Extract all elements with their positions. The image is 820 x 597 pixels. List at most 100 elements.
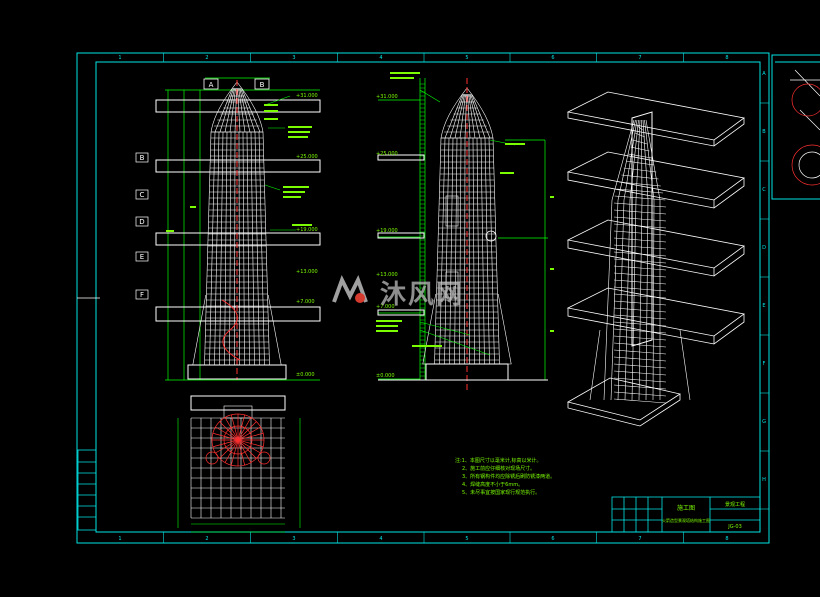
front-elev-5: +7.000 xyxy=(296,299,315,305)
front-strut xyxy=(229,131,232,366)
title-block-text: 施工图 火箭造型景观塔结构施工图 景观工程 JG-03 xyxy=(662,501,745,530)
plan-spoke xyxy=(230,439,239,466)
design-stage: 施工图 xyxy=(677,504,695,512)
axo-ring xyxy=(613,314,667,320)
front-elev-4: +13.000 xyxy=(296,269,318,275)
side-elev-1: +31.000 xyxy=(376,94,398,100)
axo-ring xyxy=(613,251,667,257)
axonometric-view xyxy=(566,91,745,427)
front-level-f: F xyxy=(140,291,144,299)
axo-ring xyxy=(613,272,667,278)
plan-spoke xyxy=(215,439,239,454)
title-block xyxy=(611,496,761,533)
axo-nose-rib xyxy=(635,119,641,201)
axo-strut xyxy=(631,199,637,401)
front-strut xyxy=(258,131,265,366)
front-strut xyxy=(234,131,236,366)
plan-spoke xyxy=(237,439,252,463)
front-glyph xyxy=(288,131,310,133)
side-strut xyxy=(459,137,462,365)
side-strut xyxy=(484,137,490,365)
side-strut xyxy=(488,137,495,365)
front-strut xyxy=(246,131,250,366)
axo-base xyxy=(566,377,682,427)
axo-nose-rib xyxy=(642,119,649,201)
axo-nose-rib xyxy=(629,119,639,201)
axo-ring xyxy=(635,132,645,138)
axo-slab-1 xyxy=(566,91,745,147)
front-glyph xyxy=(283,186,309,188)
front-top-label-b: B xyxy=(260,81,265,89)
front-strut xyxy=(242,131,245,366)
axo-ring xyxy=(613,244,667,250)
side-annotation-glyphs xyxy=(376,72,554,347)
plan-fin-right xyxy=(257,451,271,465)
grid-row-D: D xyxy=(762,245,766,251)
axo-ring xyxy=(613,216,667,222)
axo-ring xyxy=(613,342,667,348)
axo-strut xyxy=(603,199,613,401)
front-glyph xyxy=(190,206,196,208)
notes-line-3: 3、所有钢构件均应除锈后刷防锈漆两道。 xyxy=(462,473,555,480)
side-elev-4: +13.000 xyxy=(376,272,398,278)
side-glyph xyxy=(376,330,398,332)
axo-ring xyxy=(613,335,667,341)
front-strut xyxy=(254,131,260,366)
side-glyph xyxy=(550,268,554,270)
grid-row-A: A xyxy=(762,71,766,77)
grid-col-top-2: 2 xyxy=(205,55,208,61)
axo-ring xyxy=(630,146,650,152)
side-nose-rib xyxy=(464,93,467,139)
side-elevation-tags: +31.000 +25.000 +19.000 +13.000 +7.000 ±… xyxy=(376,94,398,379)
side-platform-hatch xyxy=(485,230,497,242)
front-glyph xyxy=(288,126,312,128)
axo-ring xyxy=(632,139,648,145)
plan-spoke xyxy=(237,439,246,466)
plan-spoke xyxy=(237,439,264,448)
grid-col-bottom-7: 7 xyxy=(638,536,641,542)
axo-ring xyxy=(637,125,643,131)
side-ground xyxy=(378,363,548,381)
side-nose-rib xyxy=(470,93,486,139)
plan-spoke xyxy=(237,421,257,441)
front-nose-rib xyxy=(224,87,235,133)
axo-nose-rib xyxy=(611,119,635,201)
axo-strut xyxy=(624,199,631,401)
front-nose-rib xyxy=(237,87,241,133)
grid-col-top-8: 8 xyxy=(725,55,728,61)
axo-slab-4 xyxy=(566,287,745,345)
side-strut xyxy=(444,137,450,365)
front-glyph xyxy=(264,118,278,120)
axo-ring xyxy=(613,279,667,285)
axo-nose-rib xyxy=(623,119,638,201)
axo-ring xyxy=(619,181,661,187)
plan-view xyxy=(177,395,301,533)
plan-spoke xyxy=(212,439,239,448)
side-nose-rib xyxy=(467,93,471,139)
side-glyph xyxy=(505,143,525,145)
front-nose-rib xyxy=(234,87,237,133)
watermark-brand: 沐风网 xyxy=(380,279,465,310)
plan-spoke xyxy=(224,417,239,441)
front-nose-rib xyxy=(238,87,246,133)
axo-ring xyxy=(613,398,667,404)
front-glyph xyxy=(166,230,174,232)
axo-tower-lattice xyxy=(589,119,691,404)
side-strut xyxy=(492,137,500,365)
front-level-e: E xyxy=(140,253,144,261)
front-level-d: D xyxy=(139,218,144,226)
front-elev-3: +19.000 xyxy=(296,227,318,233)
side-strut xyxy=(454,137,458,365)
side-glyph xyxy=(412,345,442,347)
side-ruler-ticks xyxy=(420,83,425,377)
grid-col-top-7: 7 xyxy=(638,55,641,61)
grid-row-H: H xyxy=(762,477,766,483)
front-base xyxy=(187,364,287,380)
front-elevation-tags: +31.000 +25.000 +19.000 +13.000 +7.000 ±… xyxy=(296,93,318,378)
grid-col-bottom-3: 3 xyxy=(292,536,295,542)
front-nose-rib xyxy=(219,87,234,133)
side-glyph xyxy=(390,77,414,79)
axo-ring xyxy=(613,258,667,264)
